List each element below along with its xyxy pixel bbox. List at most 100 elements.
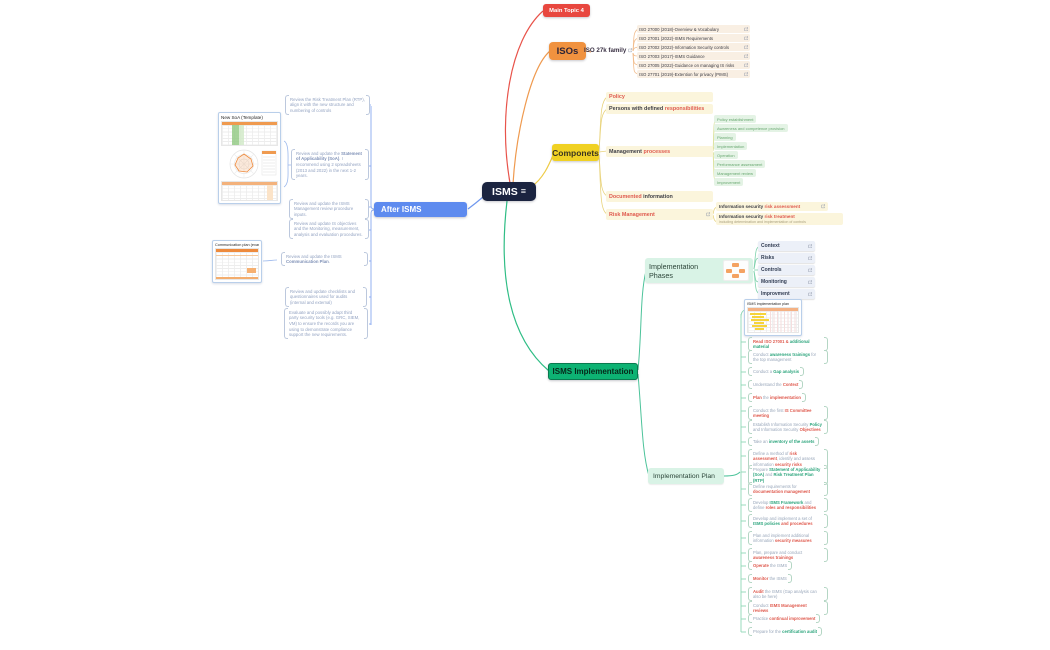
step-understand-context[interactable]: Understand the Context [748,380,804,389]
step-awareness-top-mgmt[interactable]: Conduct awareness trainings for the top … [748,350,828,365]
implementation-plan-card[interactable]: ISMS implementation plan [744,299,802,336]
central-topic-isms[interactable]: ISMS ≡ [482,182,536,201]
note-soa-review[interactable]: Review and update the Statement of Appli… [291,149,369,181]
isms-implementation-label: ISMS Implementation [552,367,634,376]
node-phase-context[interactable]: Context [758,241,815,251]
node-implementation-phases[interactable]: Implementation Phases [645,258,753,283]
step-monitor-isms[interactable]: Monitor the ISMS [748,574,792,583]
node-phase-controls[interactable]: Controls [758,265,815,275]
node-process-performance-assessment[interactable]: Performance assessment [714,160,766,168]
step-isms-framework[interactable]: Develop ISMS Framework and define roles … [748,498,828,513]
link-icon[interactable] [744,36,749,41]
step-documentation-mgmt[interactable]: Define requirements for documentation ma… [748,482,828,497]
link-icon[interactable] [744,54,749,59]
process-label: Operation [717,152,735,158]
node-phase-risks[interactable]: Risks [758,253,815,263]
note-management-review[interactable]: Review and update the ISMS Management re… [289,199,369,220]
node-after-isms[interactable]: After ISMS [374,202,467,217]
node-main-topic-4[interactable]: Main Topic 4 [543,4,590,17]
node-process-management-review[interactable]: Management review [714,169,757,177]
plan-card-title: ISMS implementation plan [747,302,789,306]
node-isos[interactable]: ISOs [549,42,586,60]
node-management-processes[interactable]: Management processes [606,146,713,157]
step-policy-objectives[interactable]: Establish Information Security Policy an… [748,420,828,435]
soa-template-card[interactable]: New SoA (Template) [218,112,281,204]
step-text: Plan the implementation [753,394,801,400]
link-icon[interactable] [744,27,749,32]
note-rtp-review[interactable]: Review the Risk Treatment Plan (RTP), al… [285,95,370,116]
step-text: Monitor the ISMS [753,575,787,581]
step-text: Plan and implement additional informatio… [753,532,812,544]
node-process-planning[interactable]: Planning [714,133,736,141]
note-text: Review and update the ISMS Communication… [286,253,342,265]
step-awareness-trainings[interactable]: Plan, prepare and conduct awareness trai… [748,548,828,563]
node-iso-standard[interactable]: ISO 27002 (2022)-Information Security co… [637,43,750,51]
node-iso-standard[interactable]: ISO 27701 (2019)-Extention for privacy (… [637,70,750,78]
step-text: Develop ISMS Framework and define roles … [753,499,817,511]
link-icon[interactable] [821,204,826,209]
link-icon[interactable] [744,63,749,68]
note-communication-plan[interactable]: Review and update the ISMS Communication… [281,252,368,267]
after-isms-label: After ISMS [381,205,422,214]
node-policy[interactable]: Policy [606,92,713,102]
node-isms-implementation[interactable]: ISMS Implementation [548,363,638,380]
node-phase-improvment[interactable]: Improvment [758,289,815,299]
comm-card-title: Communication plan (example) [215,243,259,247]
node-iso-standard[interactable]: ISO 27001 (2022)-ISMS Requirements [637,34,750,42]
link-icon[interactable] [706,212,711,217]
step-policies-procedures[interactable]: Develop and implement a set of ISMS poli… [748,514,828,529]
link-icon[interactable] [744,45,749,50]
node-risk-assessment[interactable]: Information security risk assessment [716,202,828,211]
link-icon[interactable] [808,256,813,261]
step-management-reviews[interactable]: Conduct ISMS Management reviews [748,601,828,616]
step-text: Develop and implement a set of ISMS poli… [753,515,813,527]
note-third-party-tools[interactable]: Evaluate and possibly adapt third party … [284,308,368,340]
isos-label: ISOs [556,45,579,57]
node-iso-standard[interactable]: ISO 27005 (2022)-Guidance on managing IS… [637,61,750,69]
node-implementation-plan[interactable]: Implementation Plan [648,468,724,484]
step-audit-isms[interactable]: Audit the ISMS (Gap analysis can also be… [748,587,828,602]
iso-standard-label: ISO 27002 (2022)-Information Security co… [639,44,730,50]
step-asset-inventory[interactable]: Take an inventory of the assets [748,437,820,446]
step-operate-isms[interactable]: Operate the ISMS [748,561,793,570]
management-processes-label: Management processes [609,148,671,155]
node-process-implementation[interactable]: Implementation [714,142,748,150]
node-persons-responsibilities[interactable]: Persons with defined responsibilities [606,104,713,114]
node-iso-27k-family[interactable]: ISO 27k family [584,47,633,54]
documented-information-label: Documented information [609,193,673,200]
communication-plan-card[interactable]: Communication plan (example) [212,240,262,283]
link-icon[interactable] [808,244,813,249]
link-icon[interactable] [808,268,813,273]
step-text: Read ISO 27001 & additional material [753,338,810,350]
node-componets[interactable]: Componets [552,144,599,161]
step-prepare-soa-rtp[interactable]: Prepare Statement of Applicability (SoA)… [748,465,828,485]
step-read-iso[interactable]: Read ISO 27001 & additional material [748,337,828,352]
node-process-policy-establishment[interactable]: Policy establishment [714,115,757,123]
step-continual-improvement[interactable]: Practice continual improvement [748,614,821,623]
link-icon[interactable] [744,72,749,77]
step-certification-audit[interactable]: Prepare for the certification audit [748,627,823,636]
node-iso-standard[interactable]: ISO 27003 (2017)-ISMS Guidance [637,52,750,60]
node-process-awareness[interactable]: Awareness and competence provision [714,124,788,132]
link-icon[interactable] [808,280,813,285]
menu-icon[interactable]: ≡ [520,186,526,196]
iso-standard-label: ISO 27003 (2017)-ISMS Guidance [639,53,705,59]
node-documented-information[interactable]: Documented information [606,191,713,202]
step-gap-analysis[interactable]: Conduct a Gap analysis [748,367,805,376]
node-risk-treatment[interactable]: Information security risk treatment incl… [716,213,843,225]
node-process-operation[interactable]: Operation [714,151,738,159]
step-text: Conduct a Gap analysis [753,368,800,374]
step-security-measures[interactable]: Plan and implement additional informatio… [748,531,828,546]
note-checklists[interactable]: Review and update checklists and questio… [285,287,367,308]
note-is-objectives[interactable]: Review and update IS objectives and the … [289,219,369,240]
link-icon[interactable] [628,48,633,53]
node-iso-standard[interactable]: ISO 27000 (2018)-Overview & Vocabulary [637,25,750,33]
soa-table2-image [221,181,278,201]
link-icon[interactable] [808,292,813,297]
node-process-improvement[interactable]: Improvement [714,178,744,186]
node-phase-monitoring[interactable]: Monitoring [758,277,815,287]
step-is-committee[interactable]: Conduct the first IS Committee meeting [748,406,828,421]
step-plan-implementation[interactable]: Plan the implementation [748,393,806,402]
node-risk-management[interactable]: Risk Management [606,209,713,220]
